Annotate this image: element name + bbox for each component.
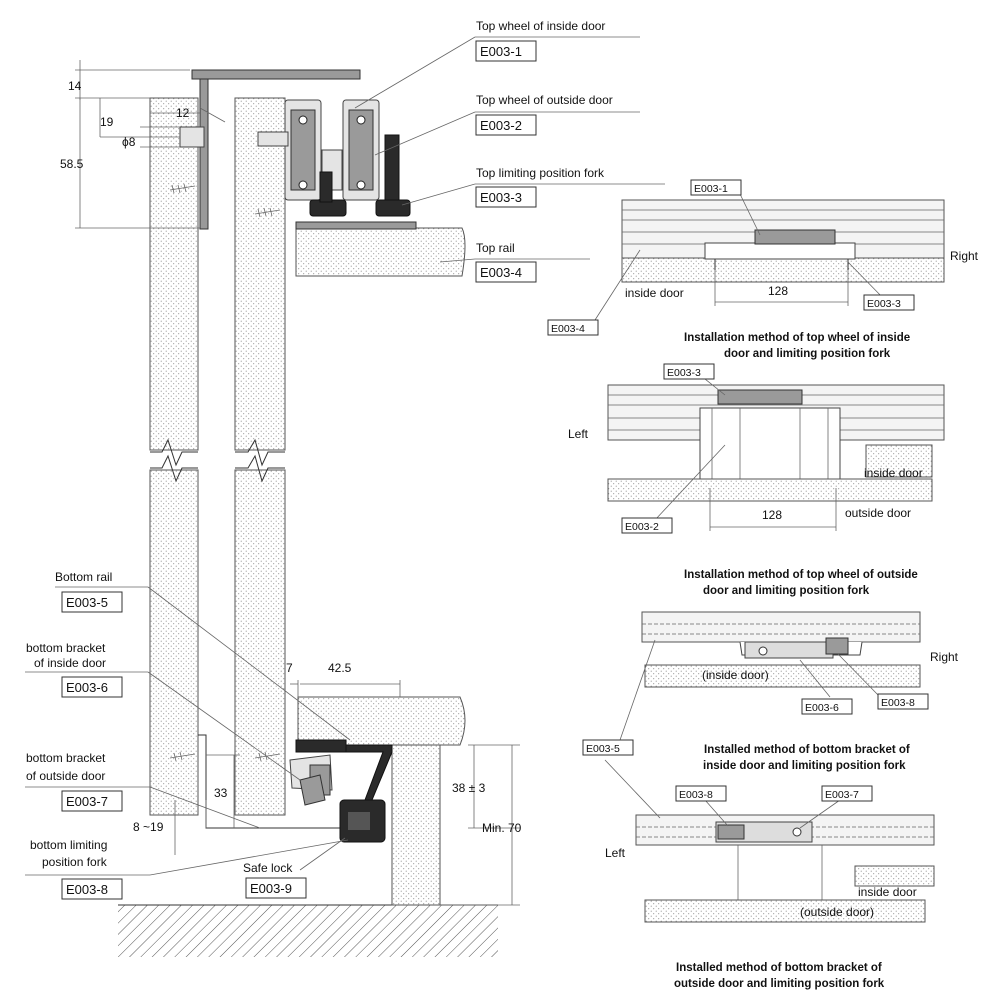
detail-bottom-bracket-inside: Right (inside door) E003-6 E003-8 E003-5… (582, 611, 959, 772)
d4-caption-1: Installed method of bottom bracket of (676, 962, 882, 974)
dim-min70: Min. 70 (482, 821, 522, 835)
main-section-view (25, 36, 665, 957)
d4-caption-2: outside door and limiting position fork (674, 978, 885, 990)
d3-code-e003-6: E003-6 (805, 702, 839, 714)
d3-caption-2: inside door and limiting position fork (703, 760, 906, 772)
d2-inside-door: inside door (864, 466, 923, 480)
code-e003-2: E003-2 (480, 118, 522, 133)
dim-42-5: 42.5 (328, 661, 352, 675)
d1-spacing-128: 128 (768, 284, 788, 298)
dim-33: 33 (214, 786, 228, 800)
top-limiting-fork (309, 134, 411, 217)
d2-spacing-128: 128 (762, 508, 782, 522)
d3-inside-door: (inside door) (702, 668, 769, 682)
floor-track-block (391, 744, 441, 906)
label-bottom-bracket-inside-1: bottom bracket (26, 641, 106, 655)
bottom-bracket-inside (289, 739, 347, 806)
label-top-wheel-inside: Top wheel of inside door (476, 19, 605, 33)
code-e003-8: E003-8 (66, 882, 108, 897)
detail-top-wheel-outside: E003-3 Left inside door outside door 128… (568, 363, 945, 597)
d4-code-e003-8: E003-8 (679, 789, 713, 801)
top-bracket-vertical (199, 78, 209, 230)
d3-code-e003-5: E003-5 (586, 743, 620, 755)
main-callout-labels: Top wheel of inside door E003-1 Top whee… (26, 19, 613, 900)
label-top-wheel-outside: Top wheel of outside door (476, 93, 613, 107)
label-bottom-bracket-outside-2: of outside door (26, 769, 105, 783)
d1-caption-2: door and limiting position fork (724, 348, 891, 360)
label-bottom-limit-1: bottom limiting (30, 838, 107, 852)
d2-outside-door: outside door (845, 506, 911, 520)
label-bottom-bracket-inside-2: of inside door (34, 656, 106, 670)
code-e003-4: E003-4 (480, 265, 522, 280)
code-e003-5: E003-5 (66, 595, 108, 610)
d2-side-left: Left (568, 427, 589, 441)
d2-code-e003-3: E003-3 (667, 367, 701, 379)
inside-door-panel-lower (234, 469, 286, 816)
d2-caption-1: Installation method of top wheel of outs… (684, 569, 918, 581)
d4-outside-door: (outside door) (800, 905, 874, 919)
outside-door-panel-upper (149, 97, 199, 451)
dim-38: 38 ± 3 (452, 781, 486, 795)
dim-14: 14 (68, 79, 82, 93)
d2-caption-2: door and limiting position fork (703, 585, 870, 597)
dim-58-5: 58.5 (60, 157, 84, 171)
d1-caption-1: Installation method of top wheel of insi… (684, 332, 910, 344)
d2-code-e003-2: E003-2 (625, 521, 659, 533)
code-e003-1: E003-1 (480, 44, 522, 59)
d1-code-e003-1: E003-1 (694, 183, 728, 195)
d4-side-left: Left (605, 846, 626, 860)
label-top-limit-fork: Top limiting position fork (476, 166, 605, 180)
dimension-labels: 14 19 12 ϕ8 58.5 7 42.5 33 8 ~19 38 ± 3 … (60, 79, 522, 835)
floor-hatch (118, 905, 498, 957)
inside-door-panel-upper (234, 97, 286, 451)
d1-side-right: Right (950, 249, 979, 263)
bottom-rail-section (297, 696, 466, 746)
d1-code-e003-4: E003-4 (551, 323, 585, 335)
code-e003-6: E003-6 (66, 680, 108, 695)
d1-code-e003-3: E003-3 (867, 298, 901, 310)
outside-door-panel-lower (149, 469, 199, 816)
d3-side-right: Right (930, 650, 959, 664)
d4-code-e003-7: E003-7 (825, 789, 859, 801)
label-top-rail: Top rail (476, 241, 515, 255)
d1-inside-door: inside door (625, 286, 684, 300)
dim-7: 7 (286, 661, 293, 675)
bottom-bracket-outside (198, 734, 386, 843)
label-safe-lock: Safe lock (243, 861, 293, 875)
d4-inside-door: inside door (858, 885, 917, 899)
dim-8-19: 8 ~19 (133, 820, 164, 834)
label-bottom-rail: Bottom rail (55, 570, 112, 584)
label-bottom-limit-2: position fork (42, 855, 108, 869)
detail-top-wheel-inside: E003-1 Right inside door 128 E003-3 E003… (547, 179, 979, 360)
d3-code-e003-8: E003-8 (881, 697, 915, 709)
dim-19: 19 (100, 115, 114, 129)
top-header-plate (191, 69, 361, 80)
code-e003-9: E003-9 (250, 881, 292, 896)
label-bottom-bracket-outside-1: bottom bracket (26, 751, 106, 765)
code-e003-7: E003-7 (66, 794, 108, 809)
top-rail-section (295, 227, 466, 277)
code-e003-3: E003-3 (480, 190, 522, 205)
d3-caption-1: Installed method of bottom bracket of (704, 744, 910, 756)
detail-bottom-bracket-outside: E003-8 E003-7 Left inside door (outside … (604, 759, 935, 990)
top-wheel-inside-door (257, 99, 322, 201)
dim-phi8: ϕ8 (122, 135, 136, 149)
dim-12: 12 (176, 106, 190, 120)
